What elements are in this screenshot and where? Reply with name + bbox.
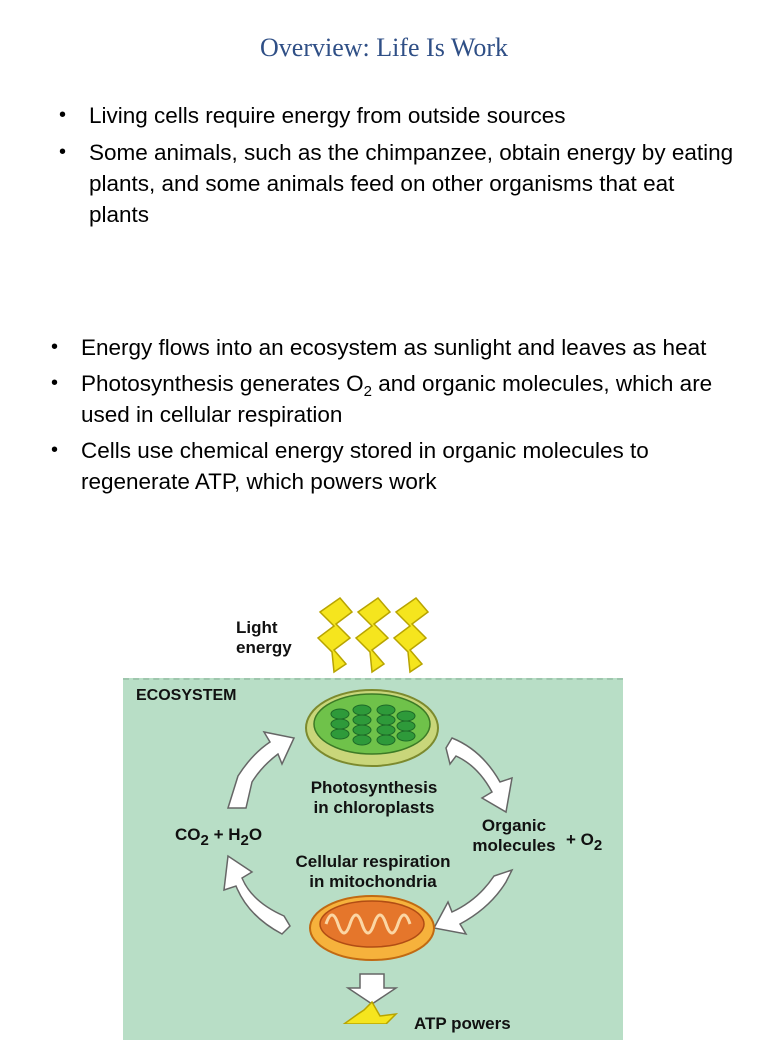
atp-powers-label: ATP powers <box>414 1014 511 1033</box>
water-text: O <box>248 825 263 844</box>
bullet-list-top: • Living cells require energy from outsid… <box>59 100 739 236</box>
co2-water-label: CO2 + H2O <box>175 825 263 848</box>
water-text: + H <box>208 825 241 844</box>
bullet-item: • Living cells require energy from outsid… <box>59 100 739 131</box>
bullet-dot-icon: • <box>51 439 59 461</box>
co2-text: CO <box>175 825 201 844</box>
organic-label-line: molecules <box>472 836 556 855</box>
light-label-line: Light <box>236 618 278 637</box>
subscript: 2 <box>200 832 209 849</box>
light-label-line: energy <box>236 638 292 657</box>
organic-label-line: Organic <box>481 816 547 835</box>
photo-label-line: Photosynthesis <box>310 778 438 797</box>
oxygen-label: + O2 <box>566 830 602 853</box>
energy-flow-diagram: Light energy ECOSYSTEM Photosynthesis in… <box>0 590 768 1040</box>
bullet-text-part: Photosynthesis generates O <box>81 371 364 396</box>
mitochondrion-icon <box>309 895 435 961</box>
bullet-item: • Energy flows into an ecosystem as sunli… <box>51 332 731 363</box>
resp-label-line: in mitochondria <box>309 872 437 891</box>
ecosystem-label: ECOSYSTEM <box>136 687 237 704</box>
resp-label-line: Cellular respiration <box>295 852 451 871</box>
diagram-graphics <box>223 596 514 1024</box>
bullet-dot-icon: • <box>59 104 67 126</box>
subscript: 2 <box>363 383 373 400</box>
organic-molecules-label: Organic molecules <box>462 816 566 856</box>
cycle-arrow-icon <box>223 730 514 1005</box>
chloroplast-icon <box>305 689 439 767</box>
bullet-item: • Photosynthesis generates O2 and organic… <box>51 368 731 430</box>
subscript: 2 <box>593 837 603 854</box>
bullet-list-bottom: • Energy flows into an ecosystem as sunli… <box>51 332 731 502</box>
photosynthesis-label: Photosynthesis in chloroplasts <box>290 778 458 818</box>
light-bolt-icon <box>316 596 430 674</box>
light-energy-label: Light energy <box>236 618 292 658</box>
cellular-respiration-label: Cellular respiration in mitochondria <box>268 852 478 892</box>
bullet-item: • Cells use chemical energy stored in org… <box>51 435 731 497</box>
bullet-text: Some animals, such as the chimpanzee, ob… <box>89 140 734 227</box>
oxygen-text: + O <box>566 830 594 849</box>
bullet-dot-icon: • <box>51 336 59 358</box>
atp-burst-icon <box>342 1000 399 1024</box>
bullet-dot-icon: • <box>51 372 59 394</box>
bullet-item: • Some animals, such as the chimpanzee, o… <box>59 137 739 230</box>
bullet-text: Energy flows into an ecosystem as sunlig… <box>81 335 707 360</box>
bullet-text: Living cells require energy from outside… <box>89 103 566 128</box>
bullet-dot-icon: • <box>59 141 67 163</box>
bullet-text: Cells use chemical energy stored in orga… <box>81 438 649 494</box>
bullet-text: Photosynthesis generates O2 and organic … <box>81 371 712 427</box>
subscript: 2 <box>240 832 249 849</box>
photo-label-line: in chloroplasts <box>313 798 435 817</box>
page-title: Overview: Life Is Work <box>260 33 508 62</box>
bullet-text-part: and organic molecules, which are used in… <box>81 371 713 427</box>
